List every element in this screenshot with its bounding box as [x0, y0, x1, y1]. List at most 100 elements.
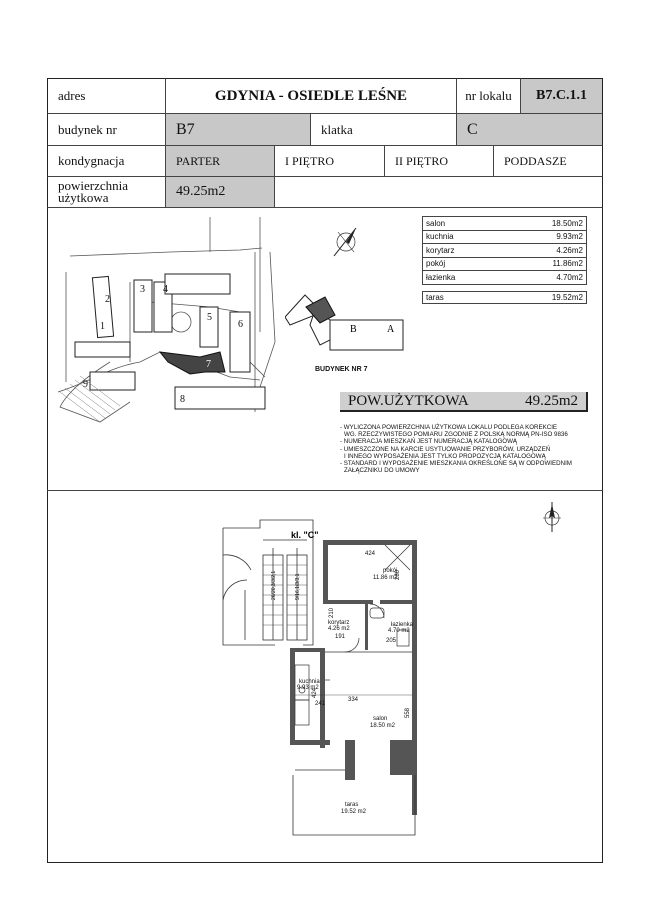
note-line: WG. RZECZYWISTEGO POMIARU ZGODNIE Z POLS…: [344, 431, 568, 439]
pokoj-name: pokój: [383, 568, 397, 574]
north-arrow-icon: [333, 227, 357, 257]
klatka-value-cell: C: [457, 114, 603, 146]
powierzchnia-empty-cell: [275, 177, 603, 208]
note-line: - UMIESZCZONE NA KARCIE USYTUOWANIE PRZY…: [340, 445, 551, 453]
klatka-label-cell: klatka: [311, 114, 457, 146]
lazienka-name: łazienka: [391, 622, 414, 628]
klatka-value: C: [467, 120, 478, 138]
room-areas-table: salon 18.50m2 kuchnia 9.93m2 korytarz 4.26m…: [422, 216, 587, 285]
powierzchnia-label-cell: powierzchnia użytkowa: [47, 177, 166, 208]
budynek-value: B7: [176, 120, 195, 138]
level-2-cell: II PIĘTRO: [385, 146, 494, 177]
room-area: 4.26m2: [556, 245, 583, 255]
dim-laz-w: 205: [386, 638, 397, 644]
level-parter-cell: PARTER: [166, 146, 275, 177]
powierzchnia-value: 49.25m2: [176, 184, 226, 199]
salon-area: 18.50 m2: [370, 723, 396, 729]
building-caption: BUDYNEK NR 7: [315, 366, 368, 373]
salon-name: salon: [373, 716, 387, 722]
klatka-label: klatka: [321, 121, 353, 137]
stair-label: kl. "C": [291, 530, 319, 540]
kuchnia-area: 9.93 m2: [297, 685, 319, 691]
room-row: korytarz 4.26m2: [422, 244, 587, 258]
nr-lokalu-label: nr lokalu: [465, 88, 512, 103]
korytarz-name: korytarz: [328, 620, 349, 626]
lazienka-area: 4.70 m2: [388, 628, 410, 634]
site-building-6: 6: [238, 319, 243, 330]
usable-area-label: POW.UŻYTKOWA: [348, 392, 469, 409]
budynek-label-cell: budynek nr: [47, 114, 166, 146]
notes-block: - WYLICZONA POWIERZCHNIA UŻYTKOWA LOKALU…: [340, 424, 595, 474]
budynek-label: budynek nr: [58, 121, 117, 137]
taras-name: taras: [345, 802, 358, 808]
dim-kor-w: 191: [335, 634, 346, 640]
note-line: - NUMERACJA MIESZKAŃ JEST NUMERACJĄ KATA…: [340, 438, 518, 446]
room-row: salon 18.50m2: [422, 216, 587, 231]
powierzchnia-label-2: użytkowa: [58, 190, 109, 205]
usable-area-summary: POW.UŻYTKOWA 49.25m2: [340, 392, 588, 412]
site-building-9: 9: [83, 379, 88, 390]
level-ii-pietro: II PIĘTRO: [395, 153, 448, 168]
korytarz-area: 4.26 m2: [328, 626, 350, 632]
budynek-value-cell: B7: [166, 114, 311, 146]
kondygnacja-label-cell: kondygnacja: [47, 146, 166, 177]
pokoj-area: 11.86 m2: [373, 575, 398, 581]
dim-salon-w: 334: [348, 697, 359, 703]
site-building-4: 4: [163, 284, 168, 295]
dim-kor-h: 210: [329, 607, 335, 618]
stairs-dim-a: 26/20,3/3/2,1: [271, 571, 277, 600]
floor-plan: 26/20,3/3/2,1 9/16,1/3/3,1 kl. "C": [222, 519, 417, 836]
level-poddasze: PODDASZE: [504, 153, 567, 168]
level-i-pietro: I PIĘTRO: [285, 153, 334, 168]
level-poddasze-cell: PODDASZE: [494, 146, 603, 177]
nr-lokalu-value-cell: B7.C.1.1: [521, 78, 603, 114]
dim-salon-h: 558: [405, 707, 411, 718]
room-name: łazienka: [426, 272, 456, 282]
site-building-3: 3: [140, 284, 145, 295]
nr-lokalu-value: B7.C.1.1: [536, 88, 587, 103]
nr-lokalu-label-cell: nr lokalu: [457, 78, 521, 114]
room-area: 18.50m2: [551, 218, 583, 228]
site-building-1: 1: [100, 321, 105, 332]
site-plan: 1 2 3 4 5 6 7 8 9: [57, 217, 276, 423]
note-line: ZAŁĄCZNIKU DO UMOWY: [344, 467, 420, 475]
note-line: - STANDARD I WYPOSAŻENIE MIESZKANIA OKRE…: [340, 460, 572, 468]
section-divider: [47, 490, 603, 491]
site-building-8: 8: [180, 394, 185, 405]
note-line: - WYLICZONA POWIERZCHNIA UŻYTKOWA LOKALU…: [340, 424, 558, 431]
dim-kuch-w: 241: [315, 701, 326, 707]
room-area: 4.70m2: [556, 272, 583, 282]
adres-value: GDYNIA - OSIEDLE LEŚNE: [214, 87, 408, 104]
terrace-name: taras: [426, 293, 444, 302]
room-area: 9.93m2: [556, 232, 583, 242]
building-key-plan: B A: [285, 294, 404, 351]
room-row: kuchnia 9.93m2: [422, 230, 587, 244]
room-row: pokój 11.86m2: [422, 257, 587, 271]
room-area: 11.86m2: [552, 259, 583, 269]
site-building-5: 5: [207, 312, 212, 323]
section-a-label: A: [387, 324, 395, 335]
site-building-7: 7: [206, 359, 211, 370]
site-building-2: 2: [105, 294, 110, 305]
powierzchnia-label-1: powierzchnia: [58, 178, 129, 193]
room-name: kuchnia: [426, 232, 454, 242]
terrace-row: taras 19.52m2: [422, 291, 587, 304]
section-b-label: B: [350, 324, 357, 335]
room-row: łazienka 4.70m2: [422, 271, 587, 285]
level-parter: PARTER: [176, 153, 221, 168]
terrace-area: 19.52m2: [551, 293, 583, 302]
adres-label: adres: [58, 88, 86, 103]
room-name: pokój: [426, 259, 446, 269]
room-name: salon: [426, 218, 446, 228]
dim-pokoj-h: 280: [395, 569, 401, 580]
taras-area: 19.52 m2: [341, 809, 367, 815]
level-1-cell: I PIĘTRO: [275, 146, 385, 177]
kuchnia-name: kuchnia: [299, 679, 320, 685]
room-name: korytarz: [426, 245, 455, 255]
powierzchnia-value-cell: 49.25m2: [166, 177, 275, 208]
stairs-dim-b: 9/16,1/3/3,1: [295, 573, 301, 600]
note-line: I INNEGO WYPOSAŻENIA JEST TYLKO PROPOZYC…: [344, 452, 546, 460]
kondygnacja-label: kondygnacja: [58, 153, 125, 168]
dim-kuch-h: 424: [312, 687, 318, 698]
dim-pokoj-w: 424: [365, 551, 376, 557]
